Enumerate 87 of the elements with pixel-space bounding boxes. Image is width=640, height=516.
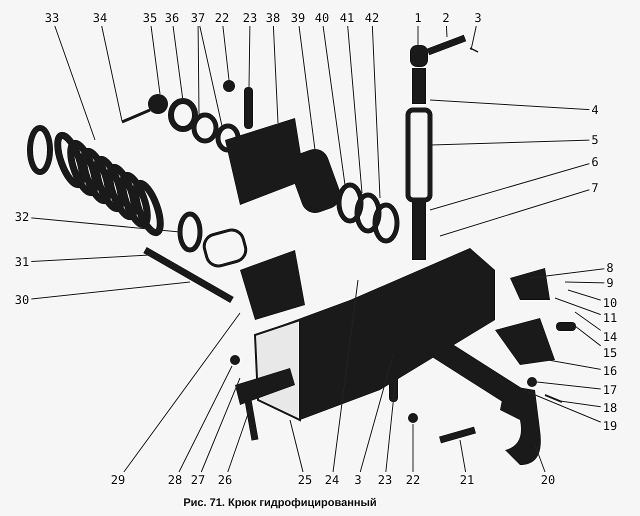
callout-number: 35: [142, 11, 158, 25]
leader-line: [530, 268, 605, 278]
leader-line: [460, 440, 466, 472]
callout-number: 25: [298, 473, 312, 487]
leader-line: [101, 26, 122, 122]
leader-line: [536, 382, 602, 390]
leader-line: [446, 26, 448, 38]
leader-line: [222, 26, 230, 80]
leader-line: [554, 298, 602, 316]
leader-line: [534, 444, 546, 472]
leader-line: [430, 100, 590, 110]
leader-line: [564, 282, 605, 284]
leader-line: [200, 378, 240, 472]
callout-number: 41: [340, 11, 354, 25]
callout-number: 18: [602, 401, 618, 415]
callout-number: 2: [442, 11, 450, 25]
callout-number: 9: [606, 276, 614, 290]
leader-line: [227, 408, 250, 472]
leader-line: [574, 326, 602, 346]
callout-number: 10: [602, 296, 618, 310]
leader-line: [574, 312, 602, 331]
callout-number: 31: [14, 255, 30, 269]
callout-number: 37: [190, 11, 206, 25]
callout-number: 3: [474, 11, 482, 25]
callout-number: 4: [591, 103, 599, 117]
leader-line: [360, 354, 394, 472]
leader-line: [332, 280, 358, 472]
leader-line: [123, 312, 240, 472]
leader-line: [430, 163, 590, 210]
callout-number: 36: [164, 11, 180, 25]
callout-number: 28: [168, 473, 182, 487]
callout-number: 22: [406, 473, 420, 487]
callout-number: 26: [218, 473, 232, 487]
leader-line: [528, 392, 602, 423]
leader-line: [412, 424, 414, 472]
leader-line: [560, 400, 602, 408]
callout-number: 38: [266, 11, 280, 25]
figure-caption: Рис. 71. Крюк гидрофицированный: [183, 496, 377, 510]
callout-number: 22: [214, 11, 230, 25]
leader-line: [347, 26, 362, 194]
callout-number: 24: [324, 473, 340, 487]
callout-number: 6: [591, 155, 599, 169]
leader-line: [30, 282, 190, 300]
callout-number: 8: [606, 261, 614, 275]
leader-line: [568, 290, 602, 301]
leader-line: [199, 26, 222, 126]
callout-number: 20: [540, 473, 556, 487]
leader-line: [470, 26, 477, 50]
leader-line: [30, 254, 150, 262]
callout-number: 42: [364, 11, 380, 25]
leader-line: [298, 26, 316, 150]
callout-number: 30: [14, 293, 30, 307]
leader-line: [372, 26, 380, 198]
leader-line: [178, 366, 232, 472]
leader-line: [30, 217, 180, 232]
callout-number: 21: [460, 473, 474, 487]
leader-line: [440, 189, 590, 236]
callout-number: 39: [290, 11, 306, 25]
callout-number: 23: [242, 11, 258, 25]
callout-number: 7: [591, 181, 599, 195]
leader-line: [322, 26, 346, 186]
callout-number: 32: [14, 210, 30, 224]
leader-line: [172, 26, 184, 102]
callout-number: 17: [602, 383, 618, 397]
callout-number: 33: [44, 11, 60, 25]
leader-line: [548, 360, 602, 370]
callout-number: 14: [602, 330, 618, 344]
leader-line: [430, 140, 590, 146]
callout-number: 5: [591, 133, 599, 147]
callout-number: 3: [354, 473, 362, 487]
callout-number: 23: [378, 473, 392, 487]
callout-number: 11: [602, 311, 618, 325]
callout-number: 15: [602, 346, 618, 360]
leader-line: [385, 384, 396, 472]
callout-number: 19: [602, 419, 618, 433]
leader-line: [248, 26, 250, 88]
leader-line: [272, 26, 278, 124]
callout-number: 1: [414, 11, 422, 25]
callout-number: 34: [92, 11, 108, 25]
leader-line: [150, 26, 160, 94]
leader-line: [290, 420, 304, 472]
leader-line: [198, 26, 200, 114]
callout-number: 16: [602, 364, 618, 378]
callout-number: 27: [190, 473, 206, 487]
callout-number: 29: [110, 473, 126, 487]
callout-number: 40: [314, 11, 330, 25]
leader-line: [54, 26, 96, 140]
